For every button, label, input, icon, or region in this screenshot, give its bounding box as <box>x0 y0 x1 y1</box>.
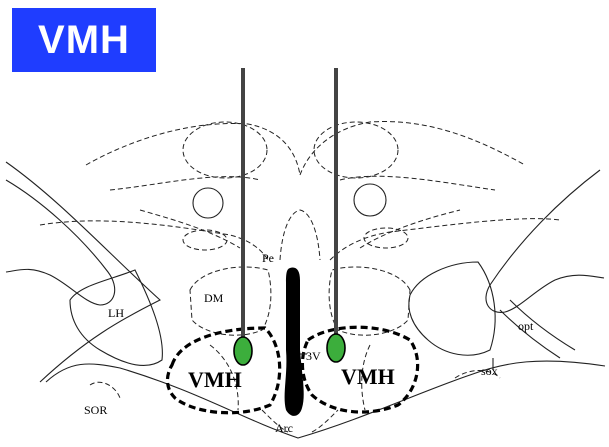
dorsal-dashed-left <box>86 123 300 175</box>
label-pe: Pe <box>262 251 274 265</box>
dorsal-dashed-right <box>300 122 525 175</box>
label-vmh-left: VMH <box>188 367 242 392</box>
label-lh: LH <box>108 306 124 320</box>
ventral-surface <box>46 361 605 438</box>
small-circle-left <box>193 188 223 218</box>
dm-region <box>190 267 271 335</box>
label-opt: opt <box>518 319 534 333</box>
dorsal-dashed-lower-right <box>340 176 495 190</box>
dorsal-oval-right <box>314 122 398 178</box>
mid-oval-right <box>364 228 408 248</box>
label-vmh-right: VMH <box>341 364 395 389</box>
mid-dashed-left-2 <box>140 210 240 248</box>
dm-region-right <box>329 267 410 335</box>
right-lateral-structure <box>486 170 604 312</box>
sor-dashed <box>90 382 120 398</box>
third-ventricle <box>285 268 304 416</box>
injection-site-left <box>234 337 252 365</box>
left-lateral-structure <box>6 180 115 305</box>
label-arc: Arc <box>275 421 293 435</box>
small-circle-right <box>354 184 386 216</box>
central-dashed-arch <box>280 210 320 260</box>
dorsal-oval-left <box>183 122 267 178</box>
optic-tract-right <box>500 300 575 358</box>
title-badge: VMH <box>12 8 156 72</box>
dorsal-dashed-lower-left <box>110 177 260 190</box>
right-lateral-structure-2 <box>409 262 495 355</box>
label-dm: DM <box>204 291 224 305</box>
label-3v: 3V <box>306 349 321 363</box>
arc-dashed-right <box>312 410 338 432</box>
mid-oval-left <box>183 230 227 250</box>
injection-site-right <box>327 334 345 362</box>
mid-dashed-left-1 <box>40 221 268 260</box>
label-sor: SOR <box>84 403 107 417</box>
title-label: VMH <box>38 18 130 63</box>
label-sox: sox <box>481 364 498 378</box>
